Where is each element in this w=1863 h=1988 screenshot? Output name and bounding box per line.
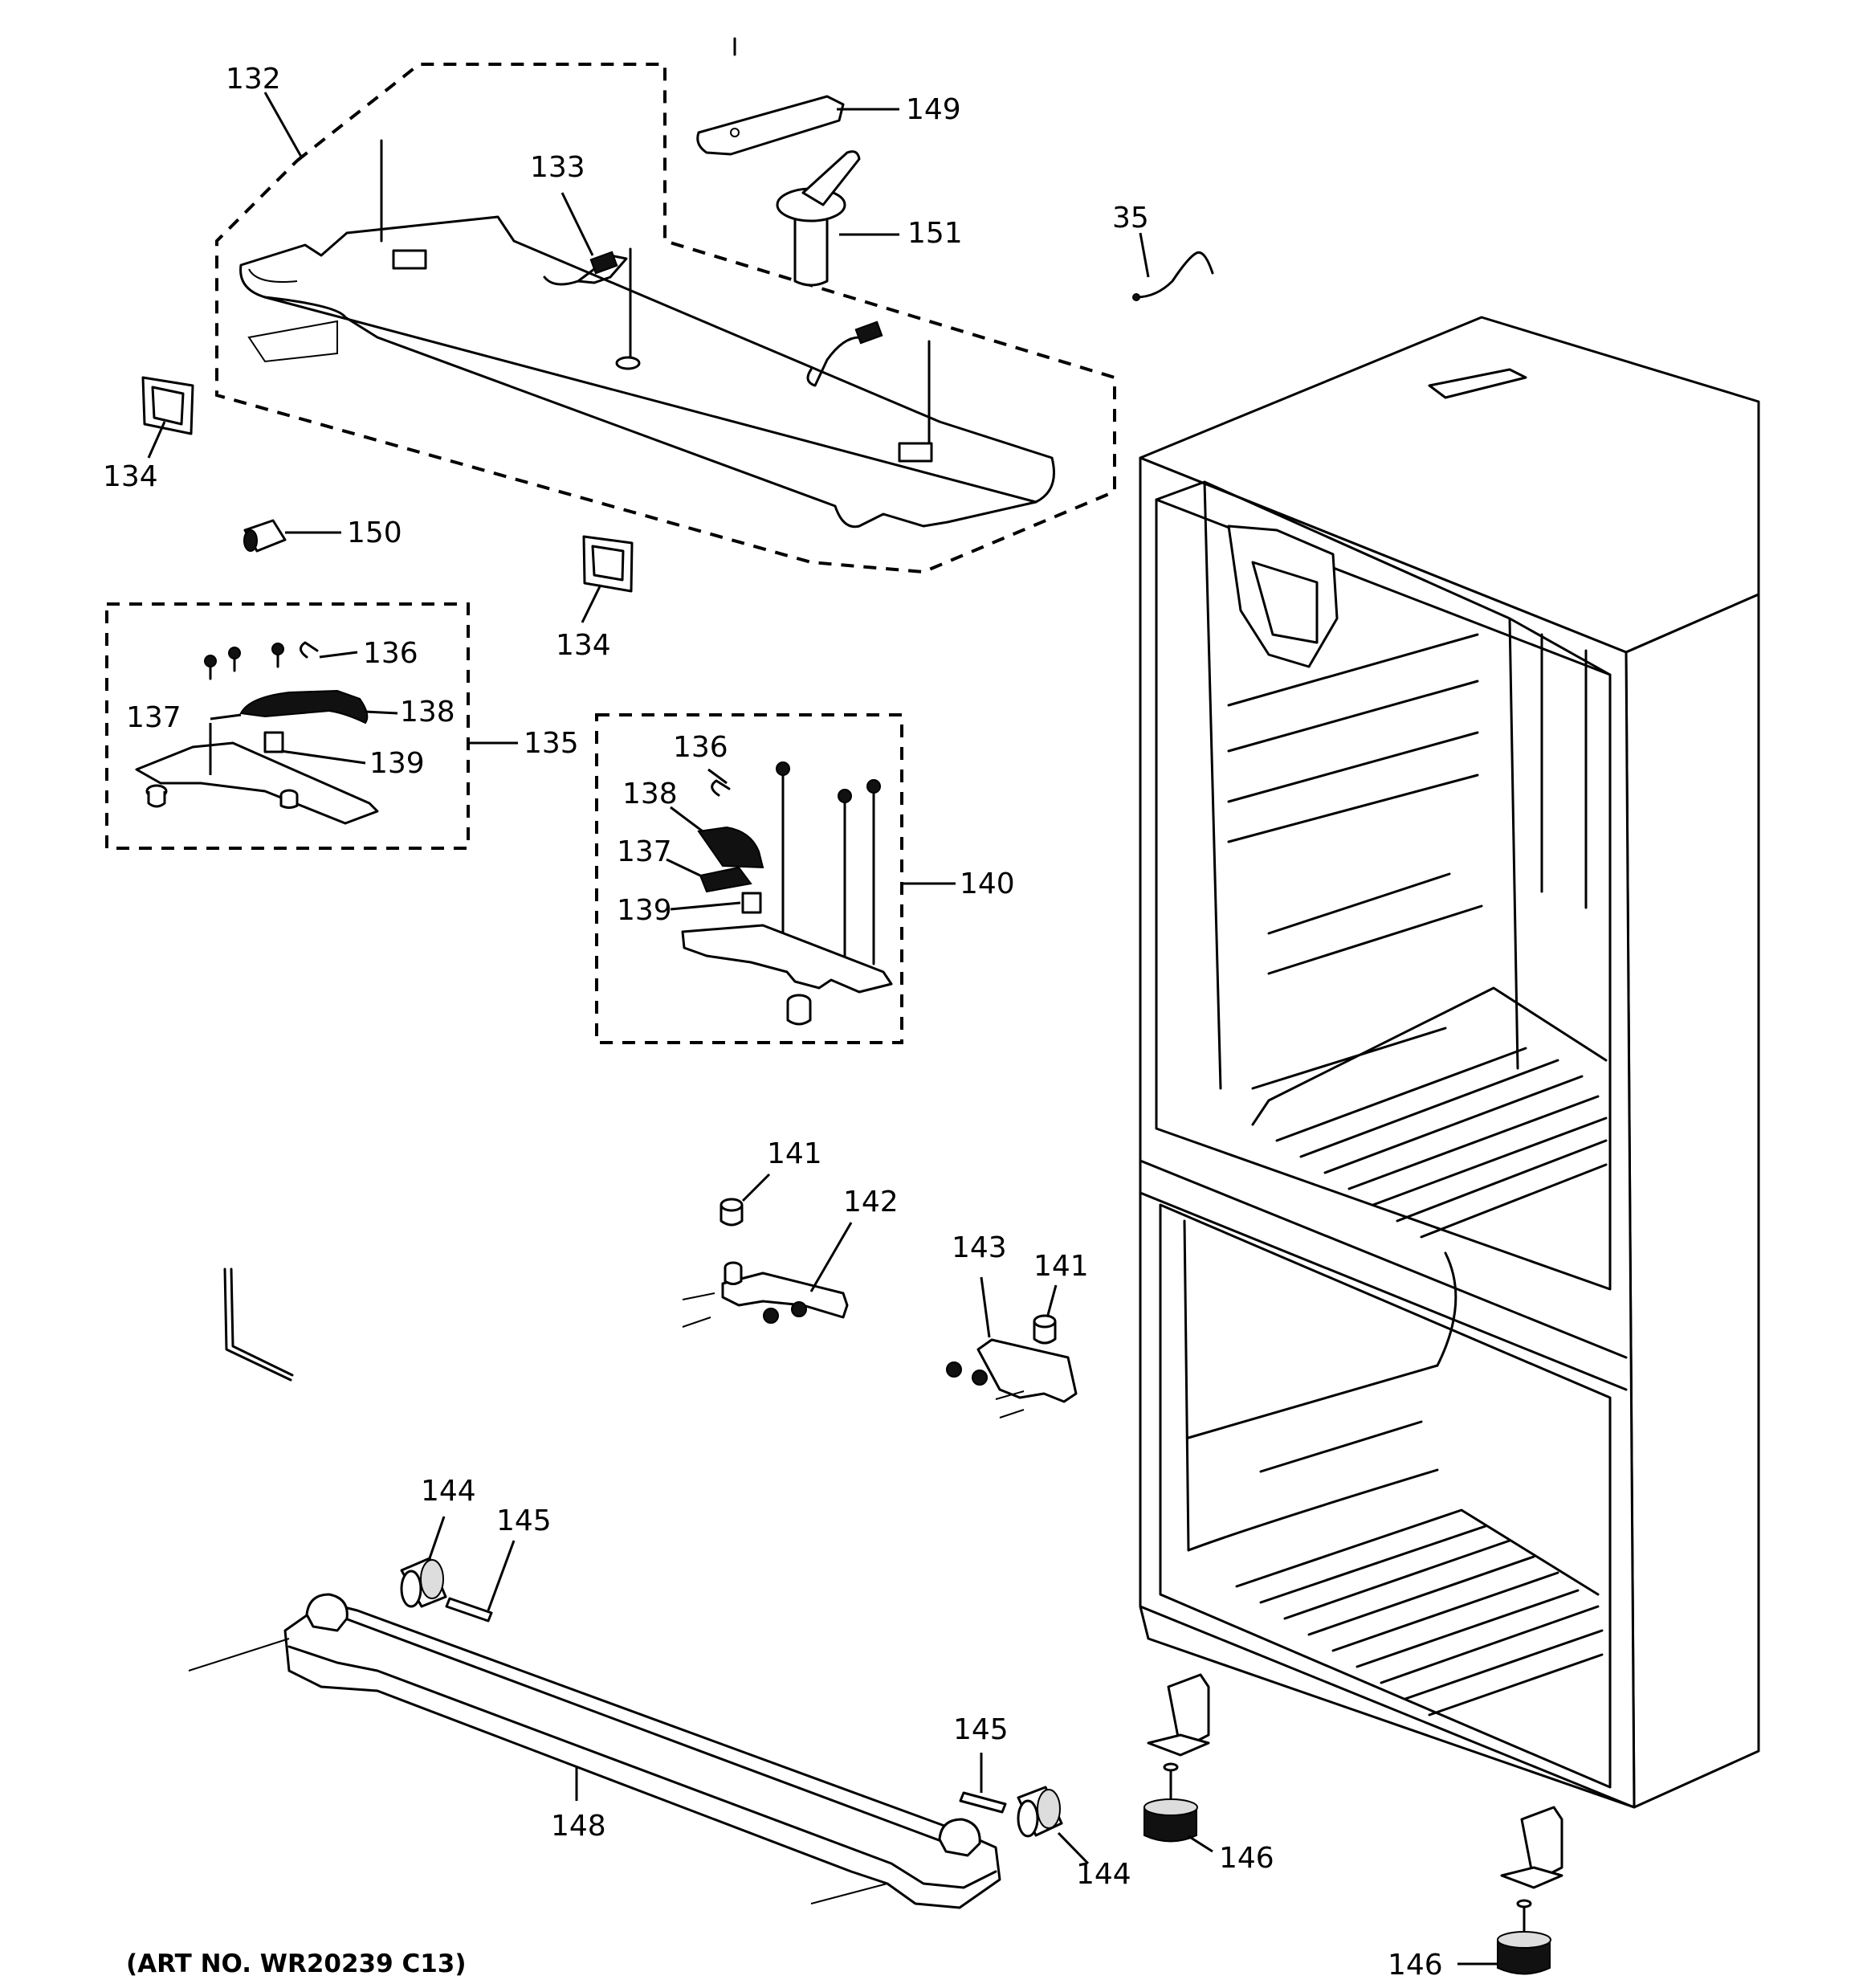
leg-bracket-left [1147,1673,1210,1757]
cabinet-top-hinge [1428,368,1527,399]
center-hinge-143 [976,1338,1078,1403]
cover-slot-right [898,442,933,463]
bottom-bar-148 [188,1593,1001,1909]
callout-135: 135 [524,727,579,760]
assembly-132-outline [215,63,1116,574]
hinge-cover-body [239,215,1055,529]
bushing-141-left [720,1198,744,1227]
cover-slot-left [392,249,427,270]
center-hinge-parts [682,1198,1078,1419]
kit-135-outline [105,602,470,850]
callout-35: 35 [1112,202,1149,235]
callout-146-right: 146 [1388,1949,1443,1982]
cover-vent-plate [247,320,338,363]
spacer-139 [741,892,762,914]
callout-144-left: 144 [421,1475,476,1508]
fresh-food-duct [1227,525,1339,668]
leveling-leg-146-left [1143,1762,1198,1843]
fresh-food-floor [1251,986,1608,1239]
cover-screw-hole [615,356,641,370]
callout-138-left: 138 [400,696,455,729]
fresh-food-liner [1155,498,1612,1291]
bushing-150 [243,519,287,553]
hinge-kit-140 [595,713,903,1044]
callout-148: 148 [551,1810,606,1843]
hex-wrench [223,1268,294,1382]
leg-bracket-right [1500,1806,1563,1889]
small-parts-left [141,376,634,1382]
callout-139-left: 139 [369,747,425,780]
pin-145-right [959,1791,1007,1814]
callout-145-right: 145 [953,1713,1009,1746]
hinge-kit-135 [105,602,470,850]
grommet-134-center [582,535,634,593]
center-hinge-142 [721,1272,849,1319]
hinge-plate-140 [681,924,893,994]
callout-133: 133 [530,151,585,184]
kit-140-outline [595,713,903,1044]
freezer-floor [1235,1508,1604,1717]
spacer-139 [263,731,284,753]
pin-145-left [445,1597,493,1623]
fill-tube-parts [696,37,1214,301]
callout-145-left: 145 [496,1504,552,1537]
callout-139-right: 139 [617,894,672,927]
leveling-legs [1143,1673,1563,1975]
callout-140: 140 [960,867,1015,900]
hinge-plate-135 [135,741,379,825]
callout-134-center: 134 [556,629,611,662]
callout-150: 150 [347,516,402,549]
top-cover-assembly [215,63,1116,574]
callout-149: 149 [906,93,961,126]
hinge-arm-138 [697,826,764,869]
cabinet-base [1139,1605,1636,1809]
callout-143: 143 [952,1231,1007,1264]
cabinet-side [1625,593,1760,1809]
callout-137-right: 137 [617,835,672,868]
callout-141-left: 141 [767,1137,822,1170]
callout-146-left: 146 [1219,1842,1274,1875]
callout-142: 142 [843,1186,899,1219]
hinge-cam-137 [699,866,752,893]
callout-134-left: 134 [103,460,158,493]
callout-138-right: 138 [622,778,678,810]
leveling-leg-146-right [1497,1899,1551,1975]
art-number: (ART NO. WR20239 C13) [126,1949,467,1978]
cabinet-mullion [1139,1159,1628,1359]
wire-35 [1135,251,1214,299]
hinge-arm-138 [239,689,369,725]
callout-136-right: 136 [673,731,728,764]
leader-lines [147,92,1498,1966]
fill-tube-cover-149 [696,95,845,156]
refrigerator-cabinet [1139,316,1760,1809]
bushing-141-right [1033,1314,1057,1345]
callout-151: 151 [907,217,963,250]
roller-144-right [1017,1786,1063,1838]
grommet-134-left [141,376,194,435]
callout-137-left: 137 [126,701,181,734]
shelf-rails-upper [1227,633,1483,1090]
wire-harness-right [806,326,875,387]
rollers [400,1557,1063,1838]
e-ring-136 [711,779,731,797]
callout-132: 132 [226,63,281,96]
callout-144-right: 144 [1076,1858,1131,1891]
callout-labels: 132 133 134 134 149 151 35 150 136 137 1… [103,63,1443,1982]
callout-136-left: 136 [363,637,418,670]
fill-tube-151 [776,150,861,287]
e-ring-136 [300,641,319,659]
wire-harness-133 [543,254,628,286]
callout-141-right: 141 [1033,1250,1089,1283]
roller-144-left [400,1557,447,1608]
